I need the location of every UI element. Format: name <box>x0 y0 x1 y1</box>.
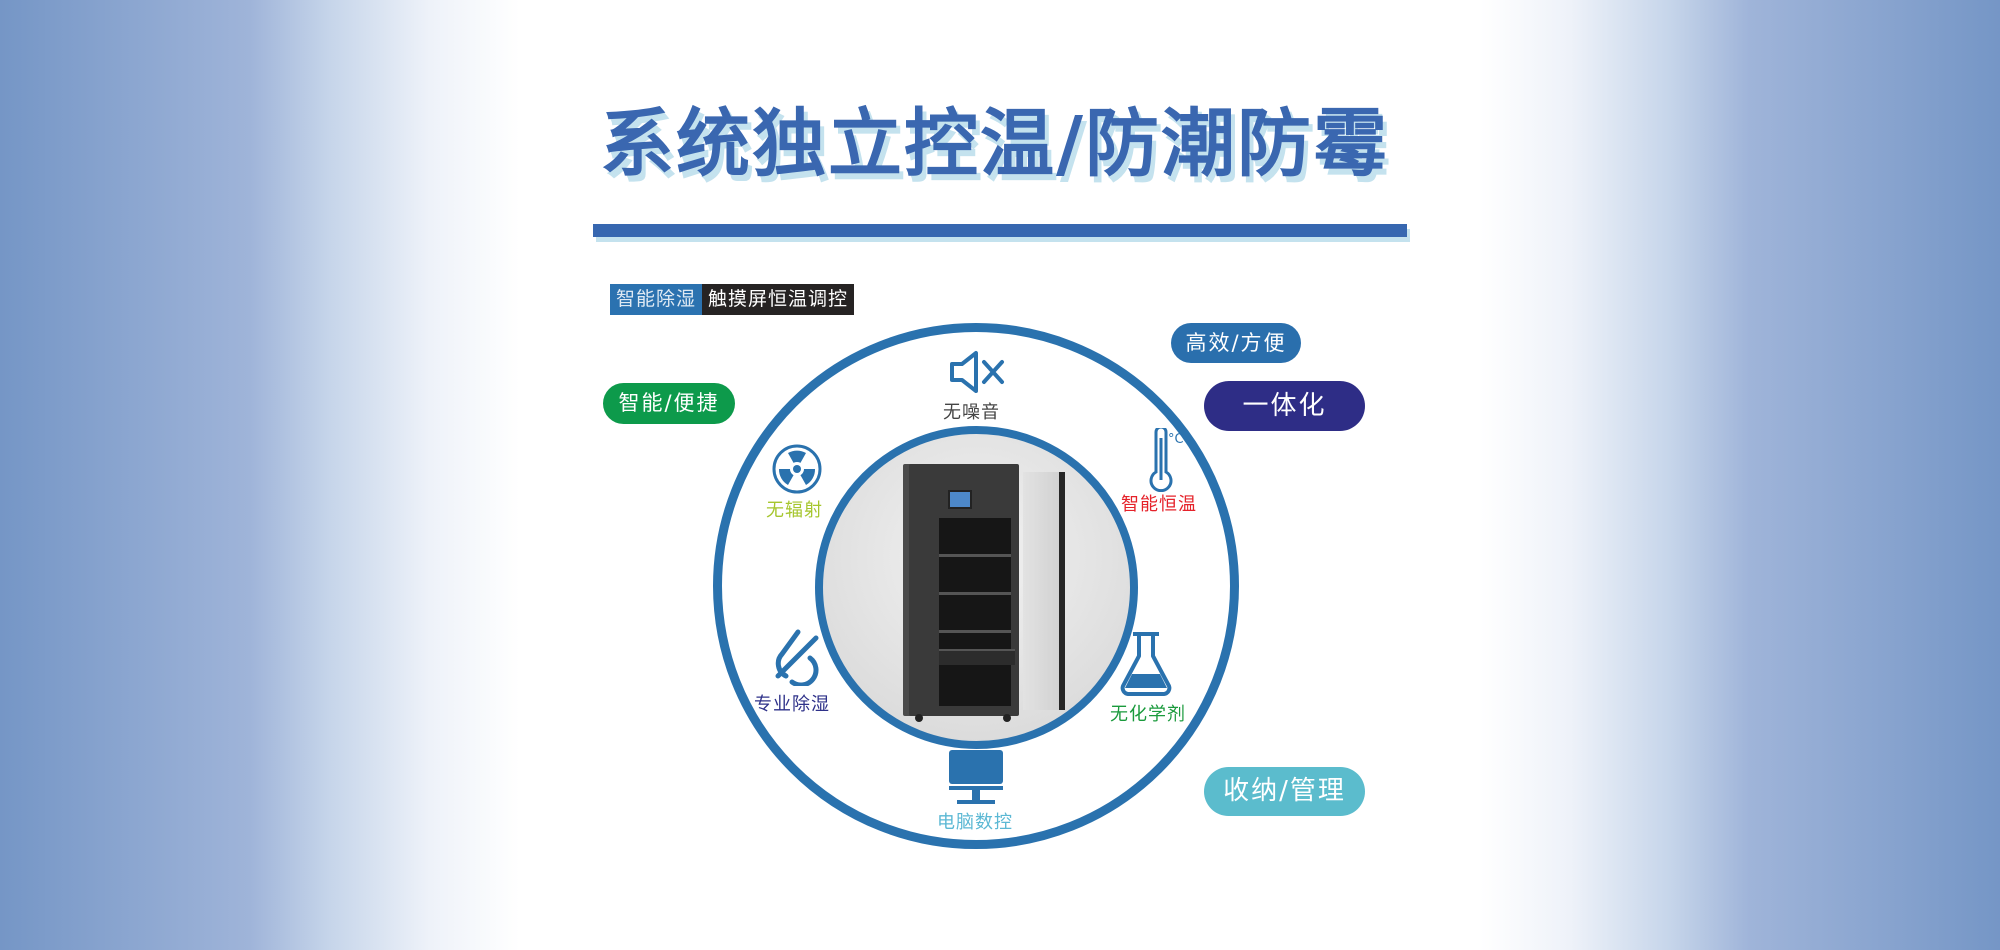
radiation-icon <box>772 444 822 494</box>
tag-highlight: 智能除湿 <box>610 284 703 315</box>
product-image <box>815 426 1138 749</box>
feature-dehumidify: 专业除湿 <box>754 694 830 715</box>
temperature-unit: °C <box>1168 432 1184 447</box>
monitor-icon <box>949 750 1003 804</box>
cabinet-screen <box>948 490 972 509</box>
feature-temperature: 智能恒温 <box>1121 494 1197 515</box>
dehumidify-icon <box>775 629 819 686</box>
pill-integrated: 一体化 <box>1204 381 1365 431</box>
cabinet-door <box>1023 472 1065 710</box>
tag-text: 触摸屏恒温调控 <box>702 284 855 315</box>
feature-radiation: 无辐射 <box>766 500 823 521</box>
pill-efficient: 高效/方便 <box>1171 323 1301 363</box>
feature-chemical: 无化学剂 <box>1110 704 1186 725</box>
mute-speaker-icon <box>950 351 1004 393</box>
thermometer-icon <box>1149 428 1173 492</box>
pill-storage: 收纳/管理 <box>1204 767 1365 816</box>
cabinet-wheel <box>1003 714 1011 722</box>
feature-silent: 无噪音 <box>943 402 1000 423</box>
cabinet-drawer <box>939 649 1015 665</box>
cabinet-shelf <box>939 592 1011 595</box>
cabinet-interior <box>939 518 1011 706</box>
title-divider <box>593 224 1407 237</box>
page-title: 系统独立控温/防潮防霉 <box>600 101 1390 187</box>
cabinet-shelf <box>939 554 1011 557</box>
cabinet-shelf <box>939 630 1011 633</box>
cabinet-wheel <box>915 714 923 722</box>
feature-tag: 智能除湿 触摸屏恒温调控 <box>610 284 855 315</box>
feature-computer: 电脑数控 <box>937 812 1013 833</box>
flask-icon <box>1120 632 1172 696</box>
pill-smart: 智能/便捷 <box>603 383 735 424</box>
